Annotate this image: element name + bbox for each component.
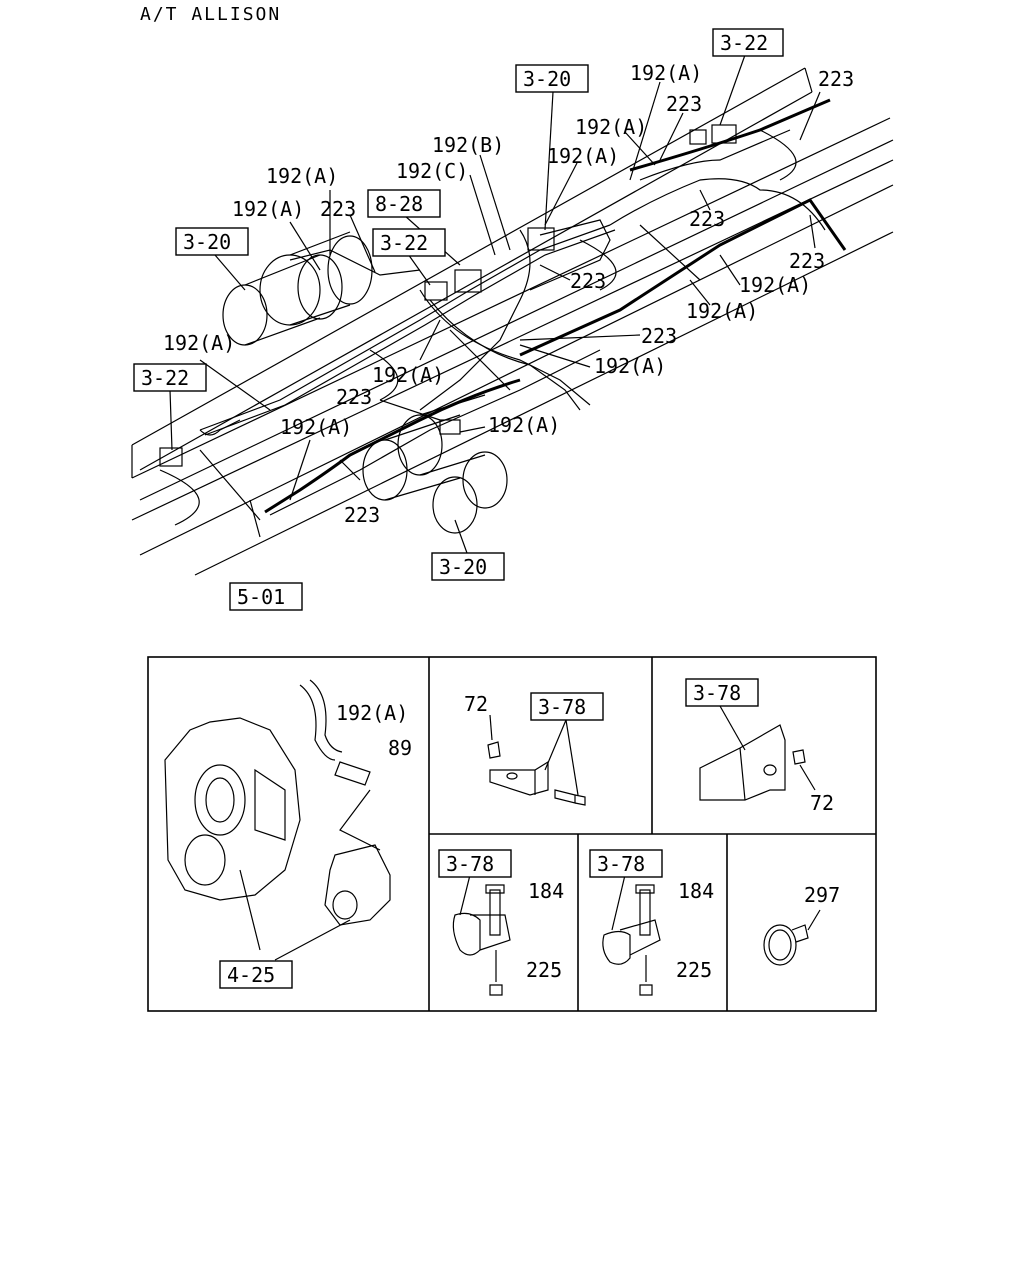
detail-panel-grid xyxy=(147,656,877,1012)
part-label-192a: 192(A) xyxy=(280,415,352,439)
ref-box-3-22-mid[interactable]: 3-22 xyxy=(372,228,446,257)
part-label-192a: 192(A) xyxy=(739,273,811,297)
ref-box-3-20-left[interactable]: 3-20 xyxy=(175,227,249,256)
chassis-frame xyxy=(131,67,894,576)
ref-box-3-78-c[interactable]: 3-78 xyxy=(438,849,512,878)
ref-box-3-78-b[interactable]: 3-78 xyxy=(685,678,759,707)
part-label-223: 223 xyxy=(320,197,356,221)
part-label-192a: 192(A) xyxy=(372,363,444,387)
part-label-184: 184 xyxy=(678,879,714,903)
part-label-223: 223 xyxy=(344,503,380,527)
diagram-title: A/T ALLISON xyxy=(140,4,282,25)
svg-text:3-78: 3-78 xyxy=(538,695,586,719)
ref-box-3-22-left[interactable]: 3-22 xyxy=(133,363,207,392)
leader-lines xyxy=(169,54,821,554)
part-label-223: 223 xyxy=(689,207,725,231)
part-label-192b: 192(B) xyxy=(432,133,504,157)
part-label-225: 225 xyxy=(676,958,712,982)
ref-box-3-20-bottom[interactable]: 3-20 xyxy=(431,552,505,581)
part-label-192a: 192(A) xyxy=(547,144,619,168)
clamp-assembly-b xyxy=(602,874,661,996)
svg-text:5-01: 5-01 xyxy=(237,585,285,609)
part-label-184: 184 xyxy=(528,879,564,903)
part-label-225: 225 xyxy=(526,958,562,982)
part-label-223: 223 xyxy=(666,92,702,116)
ref-box-3-78-a[interactable]: 3-78 xyxy=(530,692,604,721)
bracket-assembly-a xyxy=(487,714,586,806)
svg-text:4-25: 4-25 xyxy=(227,963,275,987)
part-label-192a: 192(A) xyxy=(488,413,560,437)
part-label-223: 223 xyxy=(336,385,372,409)
part-label-223: 223 xyxy=(818,67,854,91)
part-label-192a: 192(A) xyxy=(594,354,666,378)
ref-box-4-25[interactable]: 4-25 xyxy=(219,960,293,989)
air-tank-bottom xyxy=(362,394,508,534)
svg-text:3-78: 3-78 xyxy=(597,852,645,876)
svg-text:3-20: 3-20 xyxy=(439,555,487,579)
part-label-192a: 192(A) xyxy=(575,115,647,139)
bracket-assembly-b xyxy=(699,705,816,801)
part-label-89: 89 xyxy=(388,736,412,760)
part-label-223: 223 xyxy=(570,269,606,293)
svg-text:3-78: 3-78 xyxy=(693,681,741,705)
svg-text:3-22: 3-22 xyxy=(380,231,428,255)
part-label-192a: 192(A) xyxy=(266,164,338,188)
svg-text:3-20: 3-20 xyxy=(183,230,231,254)
cable-tie xyxy=(763,909,821,966)
part-label-223: 223 xyxy=(789,249,825,273)
ref-box-3-22-top[interactable]: 3-22 xyxy=(712,28,784,57)
ref-box-8-28[interactable]: 8-28 xyxy=(367,189,441,218)
part-label-72: 72 xyxy=(464,692,488,716)
ref-box-3-78-d[interactable]: 3-78 xyxy=(589,849,663,878)
ref-box-3-20-top[interactable]: 3-20 xyxy=(515,64,589,93)
air-tank-left xyxy=(222,231,373,346)
transmission-assembly xyxy=(164,679,391,961)
ref-box-5-01[interactable]: 5-01 xyxy=(229,582,303,611)
svg-text:8-28: 8-28 xyxy=(375,192,423,216)
part-label-192a: 192(A) xyxy=(163,331,235,355)
part-label-192a-hose: 192(A) xyxy=(336,701,408,725)
part-label-192c: 192(C) xyxy=(396,159,468,183)
clamp-assembly-a xyxy=(452,874,511,996)
part-label-192a: 192(A) xyxy=(630,61,702,85)
svg-text:3-20: 3-20 xyxy=(523,67,571,91)
part-label-297: 297 xyxy=(804,883,840,907)
svg-text:3-22: 3-22 xyxy=(141,366,189,390)
part-label-223: 223 xyxy=(641,324,677,348)
valve-fittings xyxy=(159,124,737,467)
part-label-72: 72 xyxy=(810,791,834,815)
svg-text:3-22: 3-22 xyxy=(720,31,768,55)
svg-text:3-78: 3-78 xyxy=(446,852,494,876)
part-label-192a: 192(A) xyxy=(232,197,304,221)
part-label-192a: 192(A) xyxy=(686,299,758,323)
